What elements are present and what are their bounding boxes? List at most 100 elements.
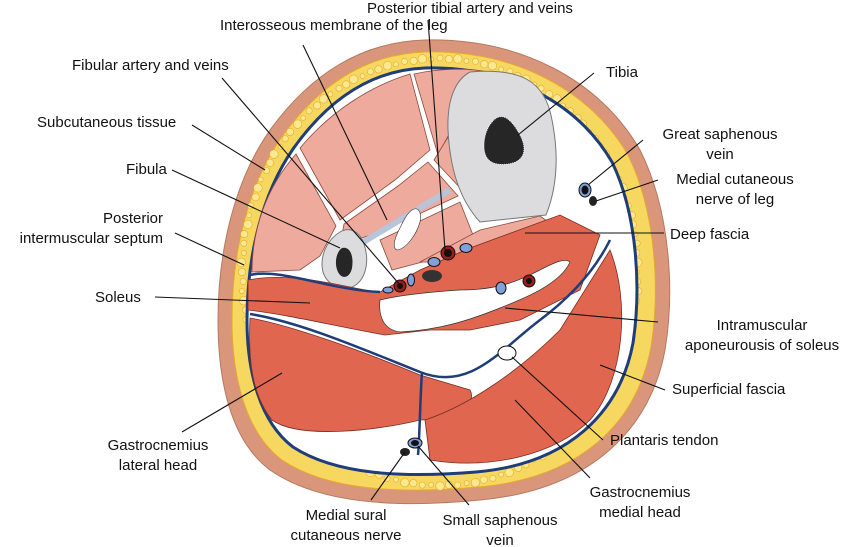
neurovascular-bundle: [382, 182, 597, 456]
tibia-marrow: [483, 116, 525, 165]
fibular-vein-1: [407, 273, 415, 287]
label-superficial-fascia: Superficial fascia: [672, 381, 786, 398]
fat-globule: [498, 471, 505, 478]
label-interosseous-membrane: Interosseous membrane of the leg: [220, 17, 448, 34]
leader-tibia: [517, 72, 595, 136]
label-deep-fascia: Deep fascia: [670, 226, 750, 243]
fat-globule: [366, 68, 374, 75]
fat-globule: [401, 58, 408, 65]
fat-globule: [359, 73, 366, 79]
fat-globule: [393, 476, 399, 483]
anterior-muscle-1: [299, 73, 431, 221]
septum-soleus-gastrocnemius: [249, 239, 612, 379]
leader-soleus: [154, 296, 311, 304]
fibula-marrow: [335, 247, 353, 277]
fat-globule: [241, 250, 247, 256]
leader-intramuscular-aponeurosis: [504, 307, 659, 323]
label-tibia: Tibia: [606, 64, 639, 81]
fat-globule: [436, 54, 444, 62]
posterior-tibial-vein-1: [459, 243, 473, 253]
leader-medial-cutaneous-nerve: [595, 179, 659, 202]
intramuscular-aponeurosis: [379, 260, 571, 333]
fat-globule: [293, 119, 303, 129]
leader-great-saphenous-vein: [587, 139, 644, 186]
fat-globule: [265, 158, 274, 167]
fat-globule: [246, 212, 252, 219]
fat-globule: [400, 478, 410, 488]
fat-globule: [239, 288, 245, 294]
leader-interosseous-membrane: [302, 44, 388, 221]
fat-globule: [240, 230, 249, 239]
leader-fibula: [171, 169, 341, 249]
fat-globule: [238, 267, 247, 276]
fat-globule: [257, 176, 264, 183]
fat-globule: [269, 149, 279, 159]
fat-globule: [349, 74, 359, 84]
fat-globule: [463, 58, 470, 64]
great-saphenous-vein-lumen: [581, 185, 589, 195]
leader-gastrocnemius-lateral: [181, 372, 283, 433]
fat-globule: [489, 474, 497, 482]
posterior-intermuscular-septum: [249, 272, 381, 294]
medial-cutaneous-nerve: [589, 196, 597, 206]
fat-globule: [409, 479, 418, 488]
gastrocnemius-medial-head: [424, 249, 623, 464]
posterior-tibial-vein-2: [427, 257, 441, 267]
fat-globule: [409, 56, 418, 65]
interosseous-aponeurosis: [393, 208, 421, 251]
fat-globule: [335, 84, 343, 92]
fat-globule: [428, 481, 435, 488]
label-soleus: Soleus: [95, 289, 141, 306]
fat-globule: [480, 60, 489, 69]
fat-globule: [319, 94, 329, 104]
fat-globule: [487, 61, 498, 71]
fibular-vein-2: [382, 286, 394, 294]
fat-globule: [327, 91, 334, 97]
fat-globule: [453, 54, 463, 64]
fat-globule: [444, 55, 453, 64]
label-plantaris-tendon: Plantaris tendon: [610, 432, 718, 449]
fat-globule: [253, 183, 263, 193]
fat-globule: [471, 58, 479, 65]
fat-globule: [418, 481, 426, 489]
fat-globule: [393, 61, 399, 68]
label-fibular-artery: Fibular artery and veins: [72, 57, 229, 74]
fat-globule: [243, 219, 253, 229]
label-posterior-tibial-artery: Posterior tibial artery and veins: [367, 0, 573, 17]
fat-globule: [504, 467, 514, 478]
fat-globule: [263, 167, 270, 174]
tibial-nerve: [422, 270, 442, 282]
fat-globule: [239, 278, 247, 285]
leader-small-saphenous-vein: [417, 445, 470, 506]
leader-posterior-tibial-artery: [427, 19, 446, 251]
fat-globule: [286, 127, 295, 136]
label-fibula: Fibula: [126, 161, 168, 178]
fat-globule: [342, 80, 351, 89]
fat-globule: [435, 481, 445, 491]
fat-globule: [300, 115, 307, 121]
fat-globule: [281, 135, 289, 142]
fat-globule: [305, 107, 313, 115]
leader-posterior-intermuscular-septum: [174, 232, 245, 266]
fat-globule: [251, 193, 260, 202]
fat-globule: [374, 65, 383, 74]
fibular-artery-lumen: [397, 283, 403, 289]
leader-superficial-fascia: [599, 364, 666, 391]
fat-globule: [313, 101, 322, 110]
fat-globule: [479, 475, 488, 484]
leader-subcutaneous-tissue: [191, 124, 266, 171]
leader-plantaris-tendon: [511, 356, 604, 441]
leader-gastrocnemius-medial: [514, 399, 591, 479]
soleus-artery-lumen: [526, 278, 532, 284]
fat-globule: [470, 478, 481, 488]
soleus-vein: [495, 281, 507, 295]
interosseous-membrane: [348, 187, 452, 253]
